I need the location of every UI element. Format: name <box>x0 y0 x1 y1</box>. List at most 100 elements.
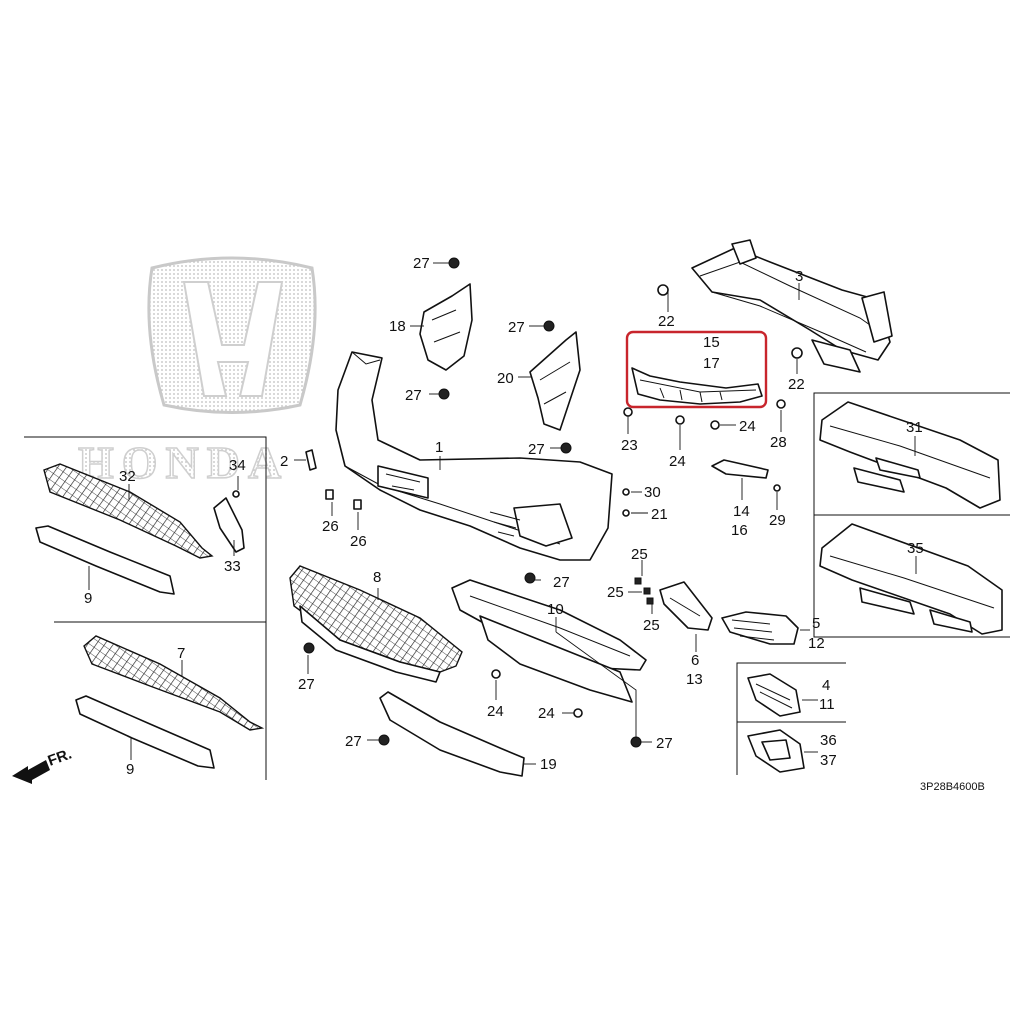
part-19-strip <box>379 691 525 777</box>
part-8-lower-grille <box>289 565 463 683</box>
callout-27: 27 <box>553 574 570 591</box>
callout-24: 24 <box>487 703 504 720</box>
callout-25: 25 <box>643 617 660 634</box>
part-35-reinforcement <box>819 523 1003 635</box>
part-14-16-bracket <box>711 459 769 479</box>
clip-27c <box>543 320 555 332</box>
callout-27: 27 <box>298 676 315 693</box>
part-5-12-fog-cover <box>721 611 799 645</box>
callout-24: 24 <box>739 418 756 435</box>
clip-27g <box>378 734 390 746</box>
diagram-code: 3P28B4600B <box>920 781 985 793</box>
callout-11: 11 <box>819 696 835 713</box>
part-9-molding-upper <box>35 525 175 595</box>
bolt-24b <box>710 420 720 430</box>
honda-wordmark: HONDA <box>78 437 289 488</box>
fasteners <box>232 257 803 748</box>
clip-26a <box>325 489 334 500</box>
front-label: FR. <box>46 746 75 770</box>
clip-25a <box>634 577 642 585</box>
callout-6: 6 <box>691 652 699 669</box>
part-15-17-bracket <box>625 330 768 409</box>
callout-17: 17 <box>703 355 720 372</box>
callout-14: 14 <box>733 503 750 520</box>
clip-26b <box>353 499 362 510</box>
callout-33: 33 <box>224 558 241 575</box>
leader-lines <box>88 262 917 765</box>
bolt-22b <box>791 347 803 359</box>
screw-21 <box>622 509 630 517</box>
callout-28: 28 <box>770 434 787 451</box>
callout-4: 4 <box>822 677 830 694</box>
clip-25c <box>646 597 654 605</box>
clip-2 <box>305 449 317 471</box>
callout-8: 8 <box>373 569 381 586</box>
clip-25b <box>643 587 651 595</box>
bolt-22a <box>657 284 669 296</box>
bolt-28 <box>776 399 786 409</box>
callout-3: 3 <box>795 268 803 285</box>
callout-24: 24 <box>669 453 686 470</box>
part-36-37-cover <box>747 729 805 773</box>
callout-23: 23 <box>621 437 638 454</box>
part-7-grille <box>83 635 265 731</box>
part-1-front-bumper-face <box>335 351 613 561</box>
callout-1: 1 <box>435 439 443 456</box>
callout-15: 15 <box>703 334 720 351</box>
callout-9: 9 <box>84 590 92 607</box>
callout-31: 31 <box>906 419 923 436</box>
part-31-reinforcement <box>819 401 1001 509</box>
part-4-11-cover <box>747 673 801 717</box>
callout-21: 21 <box>651 506 668 523</box>
callout-35: 35 <box>907 540 924 557</box>
part-20-bracket <box>529 331 581 431</box>
callout-27: 27 <box>528 441 545 458</box>
callout-26: 26 <box>322 518 339 535</box>
callout-29: 29 <box>769 512 786 529</box>
callout-12: 12 <box>808 635 825 652</box>
callout-24: 24 <box>538 705 555 722</box>
screw-30 <box>622 488 630 496</box>
highlight-box <box>625 330 768 409</box>
callout-34: 34 <box>229 457 246 474</box>
nut-23 <box>623 407 633 417</box>
bolt-24d <box>573 708 583 718</box>
screw-29 <box>773 484 781 492</box>
part-32-grille <box>43 463 214 559</box>
part-18-bracket <box>419 283 473 371</box>
callout-32: 32 <box>119 468 136 485</box>
part-10-under-cover <box>451 579 647 703</box>
callout-25: 25 <box>607 584 624 601</box>
clip-27e <box>524 572 536 584</box>
clip-27h <box>630 736 642 748</box>
callout-18: 18 <box>389 318 406 335</box>
callout-27: 27 <box>413 255 430 272</box>
callout-5: 5 <box>812 615 820 632</box>
callout-19: 19 <box>540 756 557 773</box>
callout-36: 36 <box>820 732 837 749</box>
screw-34 <box>232 490 240 498</box>
part-3-bumper-beam <box>691 239 893 373</box>
part-9-molding-lower <box>75 695 215 769</box>
part-33-bracket <box>213 497 245 553</box>
bolt-24c <box>491 669 501 679</box>
callout-25: 25 <box>631 546 648 563</box>
callout-7: 7 <box>177 645 185 662</box>
honda-logo-watermark: HONDA <box>77 256 317 489</box>
callout-2: 2 <box>280 453 288 470</box>
clip-27b <box>438 388 450 400</box>
callout-22: 22 <box>788 376 805 393</box>
inset-frames <box>24 392 1010 780</box>
callout-27: 27 <box>508 319 525 336</box>
callout-22: 22 <box>658 313 675 330</box>
clip-27d <box>560 442 572 454</box>
callout-20: 20 <box>497 370 514 387</box>
callout-27: 27 <box>405 387 422 404</box>
callout-labels: 27 18 27 27 20 27 1 2 26 26 30 21 27 8 2… <box>84 255 985 793</box>
callout-10: 10 <box>547 601 564 618</box>
callout-9: 9 <box>126 761 134 778</box>
callout-30: 30 <box>644 484 661 501</box>
callout-37: 37 <box>820 752 837 769</box>
front-direction-arrow: FR. <box>12 746 74 784</box>
